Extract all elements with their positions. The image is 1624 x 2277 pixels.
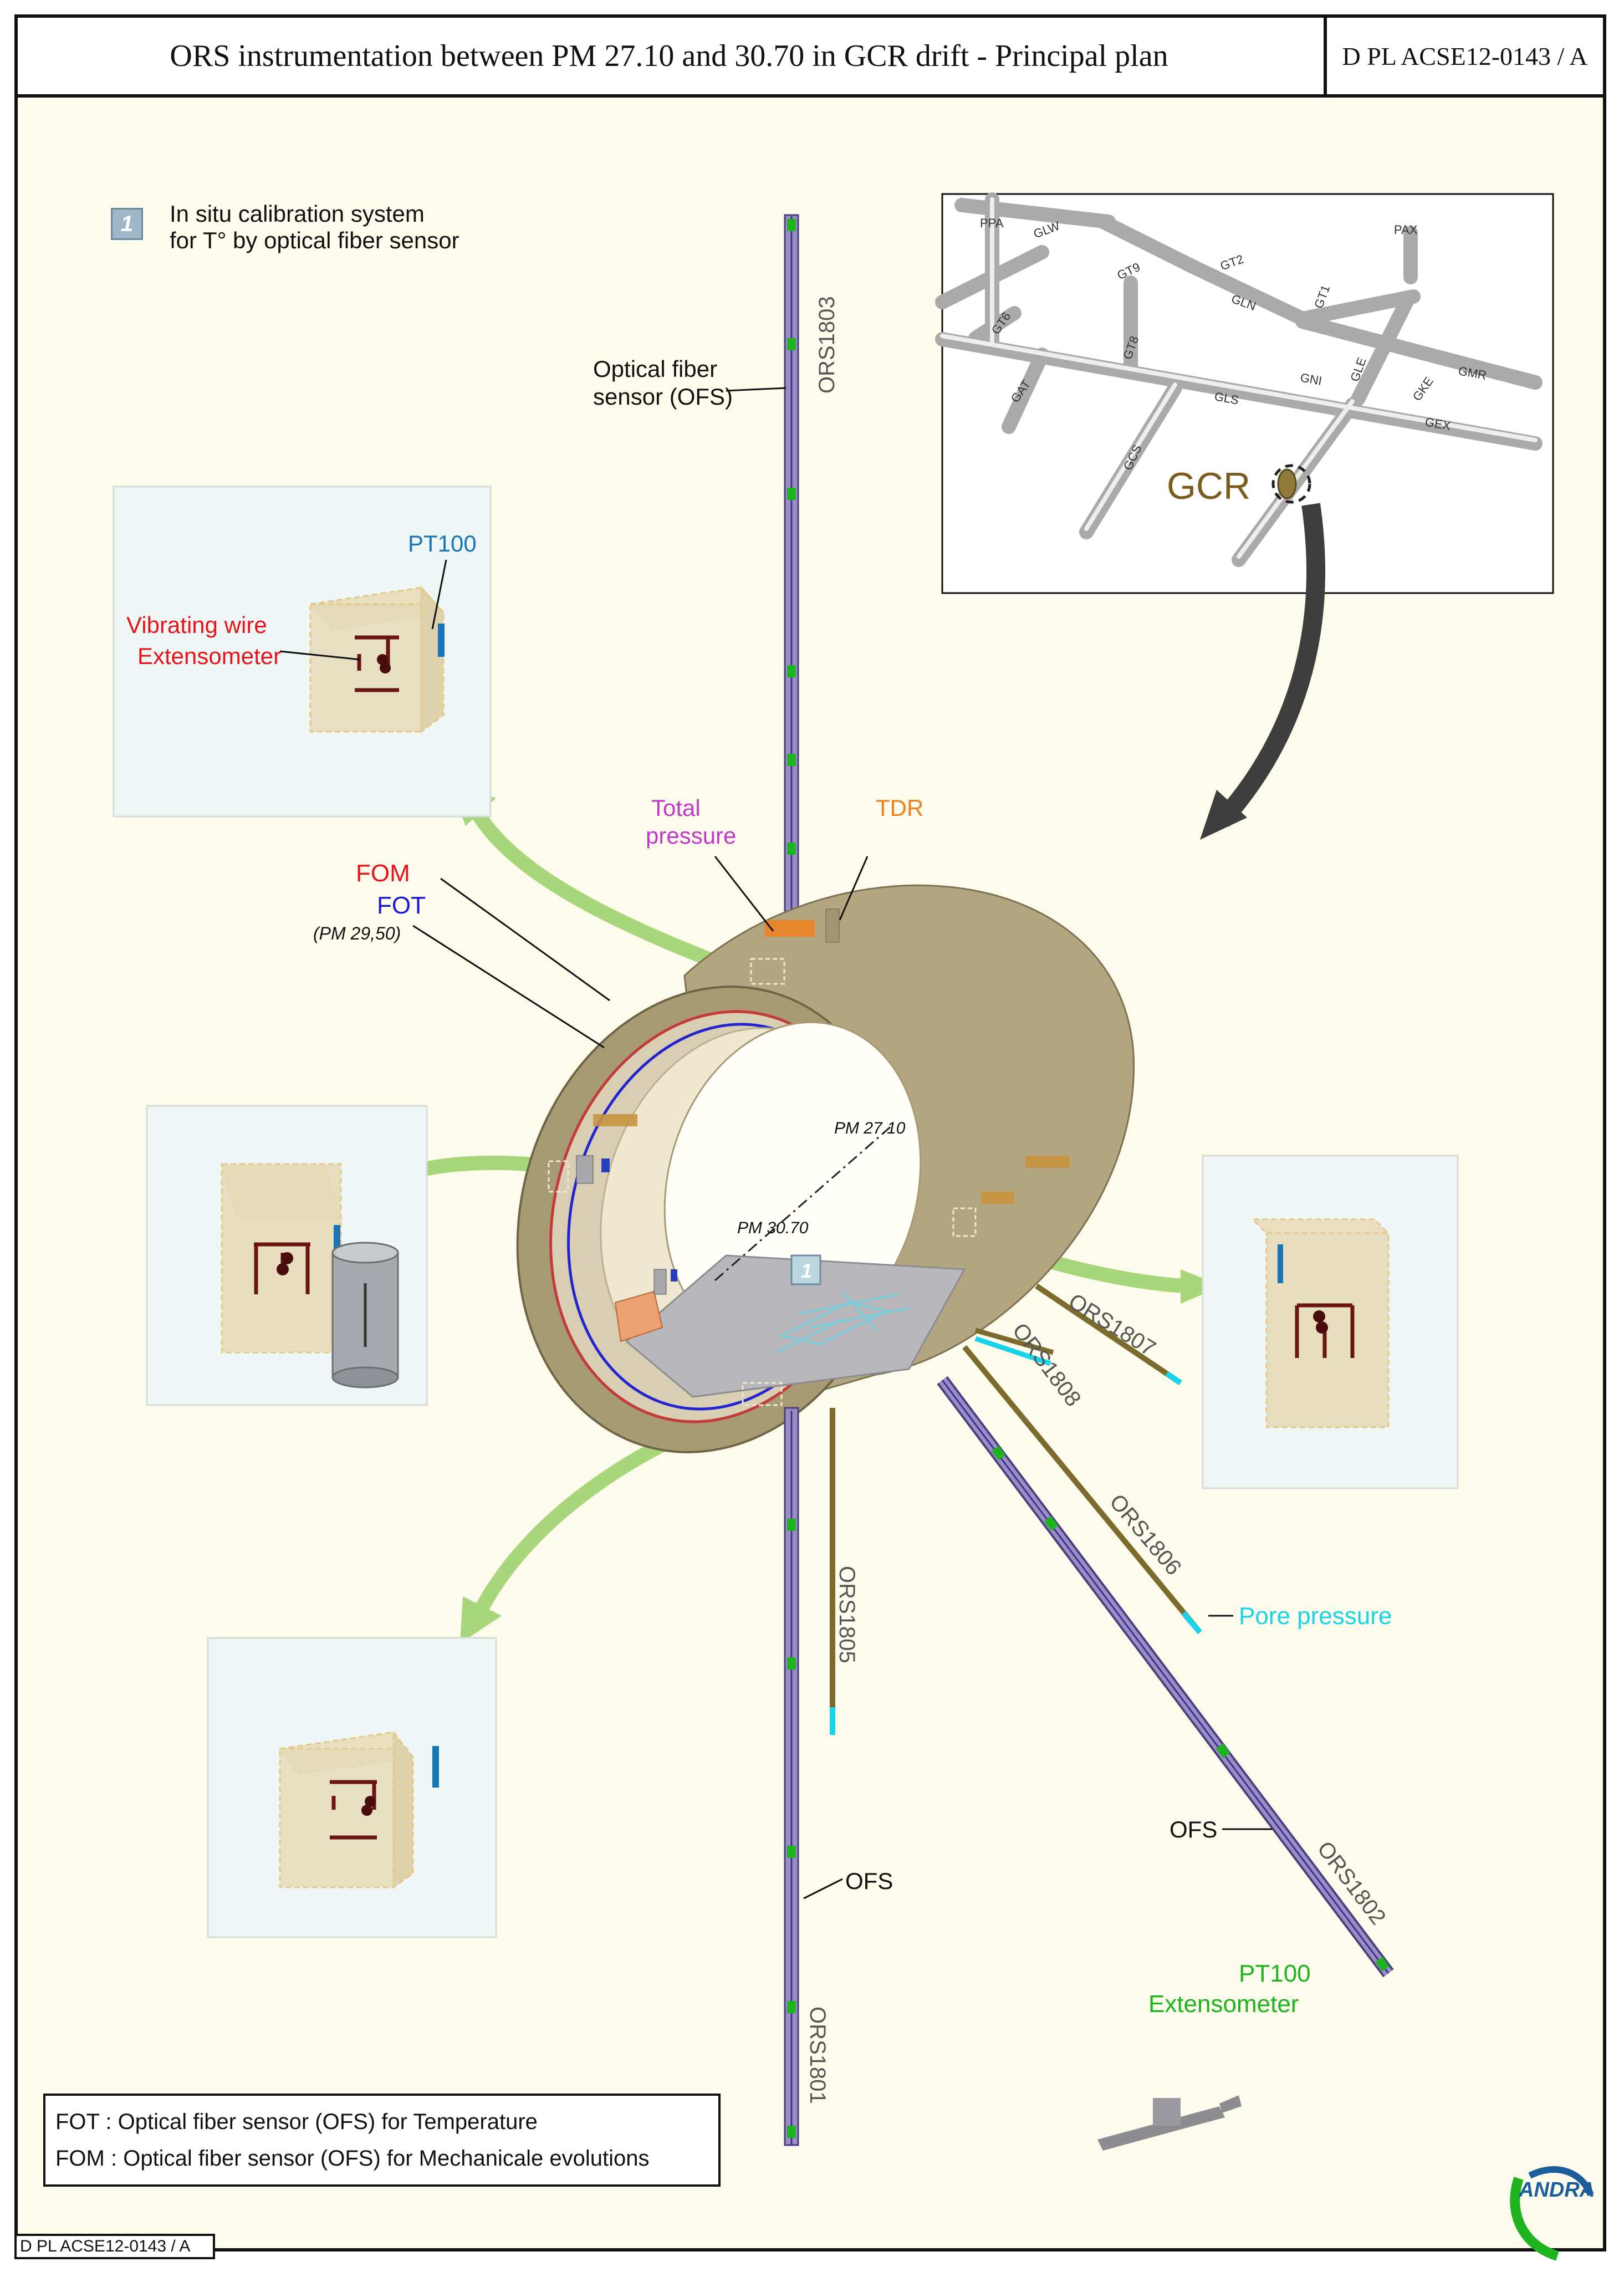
detail-box-left <box>146 1105 428 1406</box>
total-pressure-label-line1: Total <box>651 795 701 821</box>
ofs-label-line2: sensor (OFS) <box>593 384 733 410</box>
orientation-indicator <box>1097 2095 1242 2151</box>
detail-box-top <box>113 486 492 818</box>
pt100-label: PT100 <box>408 530 477 557</box>
gcr-label: GCR <box>1167 465 1250 507</box>
tdr-label: TDR <box>876 795 923 821</box>
detail-box-right <box>1202 1155 1459 1489</box>
ors1808-label: ORS1808 <box>1008 1319 1086 1411</box>
fot-label: FOT <box>377 892 426 919</box>
footer-reference: D PL ACSE12-0143 / A <box>14 2234 215 2259</box>
detail-box-bottom <box>207 1637 497 1938</box>
map-to-drift-arrow <box>1200 503 1325 840</box>
legend-fot: FOT : Optical fiber sensor (OFS) for Tem… <box>55 2110 538 2134</box>
title-bar <box>14 14 1606 98</box>
calibration-note-line1: In situ calibration system <box>170 201 425 227</box>
location-map: GCR PPA GLW GT9 GT2 GLN GT1 PAX GT6 GT8 … <box>935 192 1554 594</box>
fom-label: FOM <box>356 860 410 887</box>
gcr-drift: 1 <box>516 884 1135 1453</box>
document-reference: D PL ACSE12-0143 / A <box>1324 18 1603 94</box>
fot-pm-label: (PM 29,50) <box>313 923 401 943</box>
pt100-green-label: PT100 <box>1239 1960 1311 1987</box>
borehole-ors1801 <box>784 1407 799 2146</box>
calibration-badge: 1 <box>111 208 143 240</box>
page-title: ORS instrumentation between PM 27.10 and… <box>170 39 1168 73</box>
calibration-note: In situ calibration system for T° by opt… <box>170 201 459 254</box>
legend-fom: FOM : Optical fiber sensor (OFS) for Mec… <box>55 2146 650 2171</box>
total-pressure-label-line2: pressure <box>646 823 736 849</box>
andra-logo-text: ANDRA <box>1519 2178 1595 2202</box>
map-label-ppa: PPA <box>980 216 1004 230</box>
ors1805-label: ORS1805 <box>835 1566 859 1663</box>
map-label-pax: PAX <box>1394 223 1418 237</box>
ors1807-label: ORS1807 <box>1064 1289 1160 1361</box>
borehole-ors1806 <box>962 1345 1202 1635</box>
ors1803-label: ORS1803 <box>815 296 839 394</box>
ofs-right-label: OFS <box>1170 1816 1217 1842</box>
andra-logo <box>1510 2166 1594 2261</box>
pm-2710-label: PM 27.10 <box>834 1119 906 1137</box>
vibrating-wire-label: Vibrating wire <box>126 612 267 638</box>
leader-lines <box>279 387 1272 1900</box>
pm-3070-label: PM 30.70 <box>737 1219 809 1237</box>
pore-pressure-label: Pore pressure <box>1239 1602 1392 1630</box>
borehole-ors1807 <box>1035 1283 1182 1386</box>
borehole-ors1808 <box>974 1328 1054 1366</box>
calibration-badge-drift: 1 <box>801 1259 812 1282</box>
ors1801-label: ORS1801 <box>805 2007 830 2104</box>
extensometer-label: Extensometer <box>137 643 281 669</box>
ofs-label-line1: Optical fiber <box>593 356 717 382</box>
borehole-ors1803 <box>784 214 799 937</box>
borehole-ors1802 <box>937 1376 1394 1978</box>
calibration-note-line2: for T° by optical fiber sensor <box>170 227 459 253</box>
legend-box: FOT : Optical fiber sensor (OFS) for Tem… <box>43 2094 721 2187</box>
ofs-bottom-label: OFS <box>845 1868 893 1894</box>
extensometer-green-label: Extensometer <box>1148 1990 1299 2018</box>
